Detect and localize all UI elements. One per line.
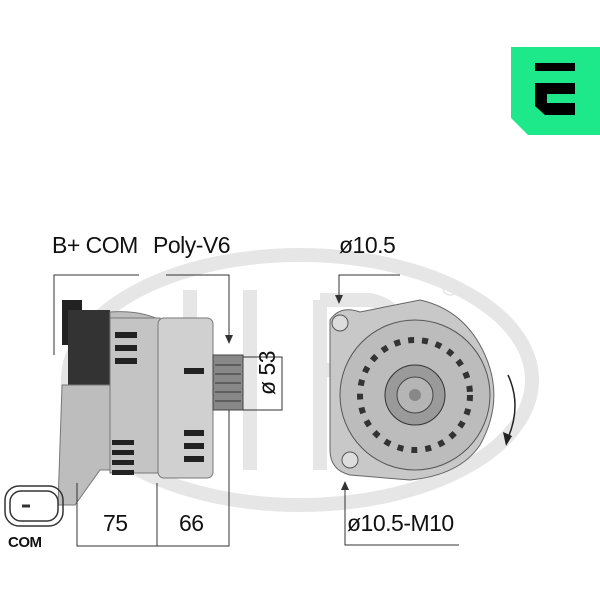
dimension-lines [53,274,459,547]
pulley-type-label: Poly-V6 [153,232,231,258]
connector-bottom-label: COM [8,534,42,551]
connector-icon [4,485,64,527]
dimension-right-label: 66 [179,510,204,536]
hole-bottom-label: ø10.5-M10 [347,510,454,536]
alternator-front-view [329,299,495,481]
dimension-left-label: 75 [103,510,128,536]
alternator-side-view [57,300,244,506]
hole-top-label: ø10.5 [339,232,396,258]
pulley-diameter-label: ø 53 [254,350,280,395]
rotation-arrow-icon [503,374,516,446]
brand-badge-icon [511,47,600,135]
connector-top-label: B+ COM [52,232,138,258]
